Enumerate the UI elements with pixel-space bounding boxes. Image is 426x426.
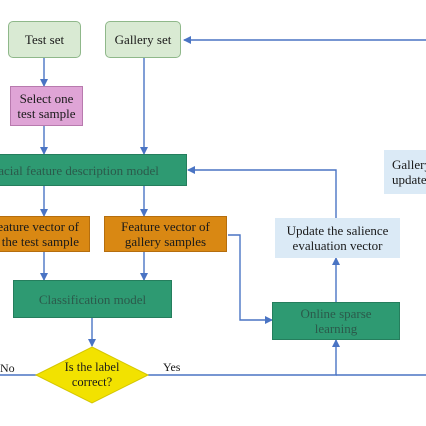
decision-diamond-shape (34, 346, 150, 404)
gallery-samples-vector-node: Feature vector of gallery samples (104, 216, 227, 252)
arrow-gallery-vector-to-online-sparse (228, 234, 273, 324)
test-sample-vector-node: Feature vector of the test sample (0, 216, 90, 252)
online-sparse-learning-node: Online sparse learning (272, 302, 400, 340)
gallery-set-update-node: Gallery set update (384, 150, 426, 194)
arrow-update-salience-to-facial-model (187, 166, 337, 218)
decision-label: Is the label correct? (64, 360, 120, 389)
gallery-set-node: Gallery set (105, 21, 181, 58)
facial-feature-model-node: Facial feature description model (0, 154, 187, 186)
update-salience-node: Update the salience evaluation vector (275, 218, 400, 258)
no-label: No (0, 361, 15, 375)
classification-model-node: Classification model (13, 280, 172, 318)
select-test-sample-node: Select one test sample (10, 86, 83, 126)
yes-label: Yes (163, 360, 181, 374)
test-set-node: Test set (8, 21, 81, 58)
